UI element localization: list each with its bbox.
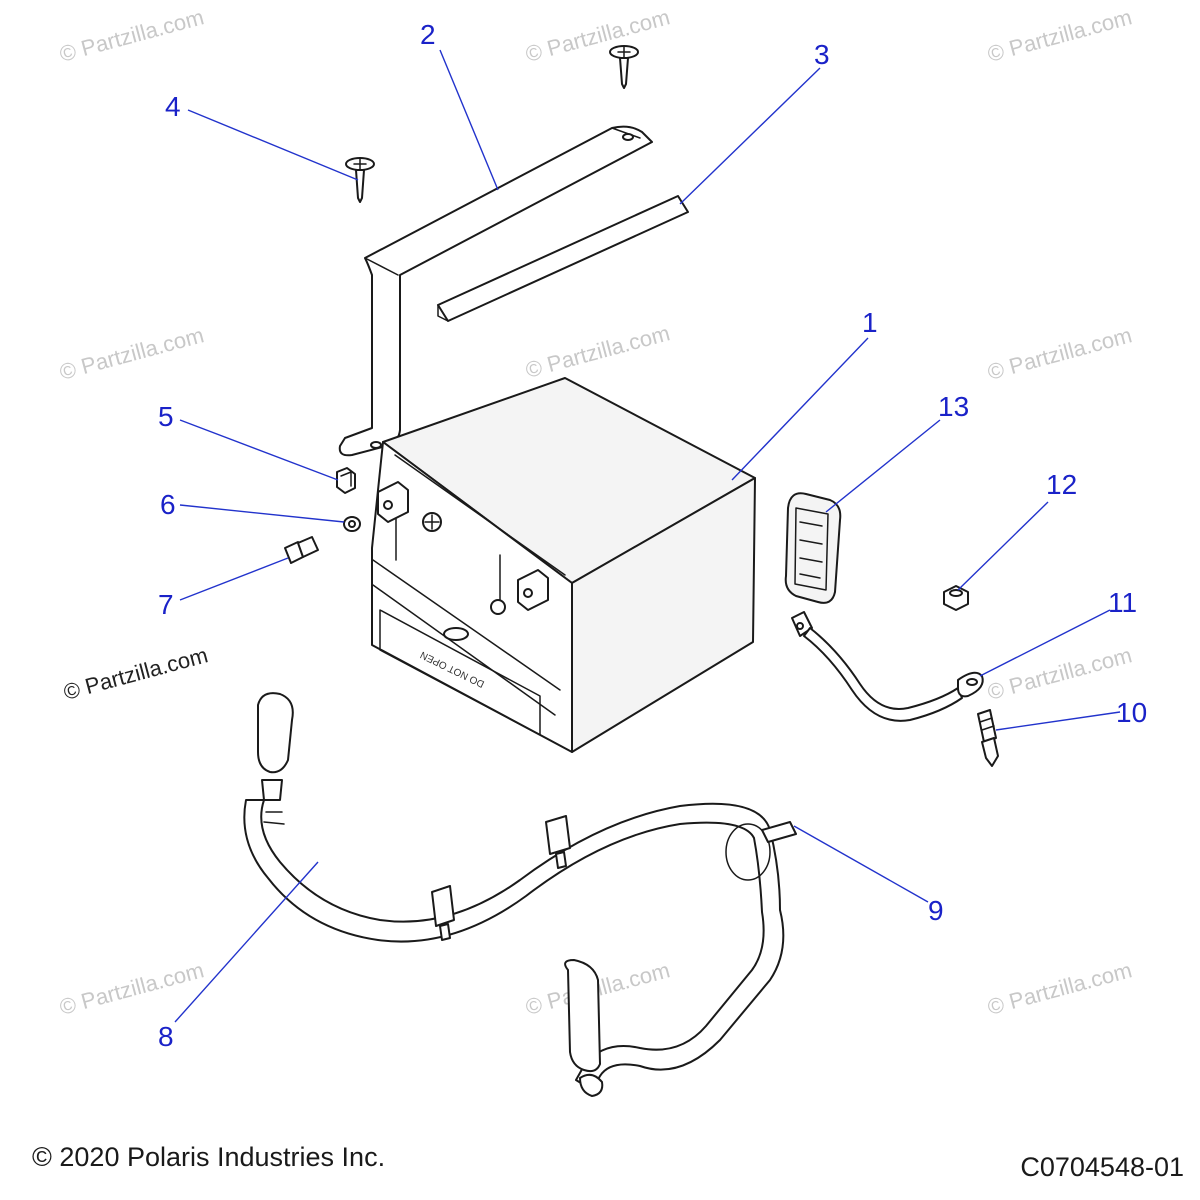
- part-13-holder: [784, 492, 842, 604]
- watermark: © Partzilla.com: [985, 4, 1135, 67]
- part-7-bolt: [284, 536, 319, 564]
- callout-12: 12: [1046, 469, 1077, 500]
- leader-12: [957, 501, 1049, 591]
- diagram-code: C0704548-01: [1020, 1152, 1184, 1182]
- watermark: © Partzilla.com: [57, 4, 207, 67]
- part-5-nut: [336, 467, 356, 494]
- leader-9: [793, 825, 929, 903]
- part-9-cable-tie: [725, 821, 797, 881]
- callout-10: 10: [1116, 697, 1147, 728]
- part-10-stud: [977, 709, 999, 767]
- copyright-text: © 2020 Polaris Industries Inc.: [32, 1142, 385, 1172]
- callout-7: 7: [158, 589, 174, 620]
- part-11-cable: [791, 611, 984, 722]
- part-12-nut: [943, 585, 969, 611]
- leader-5: [179, 419, 339, 481]
- callout-6: 6: [160, 489, 176, 520]
- watermark: © Partzilla.com: [985, 322, 1135, 385]
- part-8-cable-harness: [243, 692, 785, 1097]
- leader-13: [825, 419, 941, 513]
- callout-13: 13: [938, 391, 969, 422]
- leader-7: [179, 557, 289, 601]
- part-3-pad: [437, 195, 689, 322]
- callout-1: 1: [862, 307, 878, 338]
- callout-11: 11: [1108, 587, 1137, 618]
- leader-1: [731, 337, 869, 481]
- watermark: © Partzilla.com: [57, 957, 207, 1020]
- watermark: © Partzilla.com: [57, 322, 207, 385]
- callout-5: 5: [158, 401, 174, 432]
- leader-2: [439, 49, 499, 191]
- leader-10: [995, 711, 1121, 731]
- leader-6: [179, 504, 345, 523]
- callout-4: 4: [165, 91, 181, 122]
- leader-3: [679, 67, 821, 205]
- part-4-screw: [345, 157, 375, 203]
- leader-8: [174, 861, 319, 1023]
- screw: [609, 45, 639, 89]
- watermark: © Partzilla.com: [61, 642, 211, 705]
- leader-4: [187, 109, 359, 181]
- part-1-battery: DO NOT OPEN: [371, 377, 756, 753]
- callout-labels: 1 2 3 4 5 6 7 8 9 10 11 12 13: [158, 19, 1147, 1052]
- leader-lines: [174, 49, 1121, 1023]
- leader-11: [979, 609, 1111, 677]
- callout-3: 3: [814, 39, 830, 70]
- callout-2: 2: [420, 19, 436, 50]
- part-6-washer: [343, 516, 361, 532]
- callout-8: 8: [158, 1021, 174, 1052]
- watermark: © Partzilla.com: [523, 4, 673, 67]
- watermark: © Partzilla.com: [523, 320, 673, 383]
- callout-9: 9: [928, 895, 944, 926]
- watermark: © Partzilla.com: [985, 642, 1135, 705]
- watermark: © Partzilla.com: [985, 957, 1135, 1020]
